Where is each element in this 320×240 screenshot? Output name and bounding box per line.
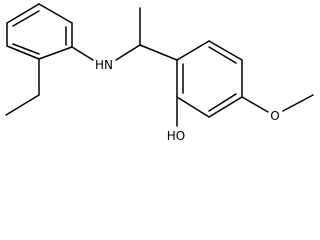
ring-a-bond-6: [6, 3, 40, 24]
ch-aryl-bond: [139, 44, 178, 61]
aryl-n-bond: [71, 46, 94, 61]
ring-b-bond-1: [176, 40, 210, 61]
methoxy-oxygen-label: O: [270, 109, 279, 123]
methine-center: [139, 7, 178, 61]
ring-b-bond-2: [208, 40, 243, 61]
ethylphenyl-ring: [6, 3, 73, 60]
ring-a-double-2: [12, 43, 40, 55]
n-ch-bond: [115, 44, 141, 61]
ring-a-bond-2: [6, 45, 40, 60]
hydroxyl-group: HO: [167, 96, 185, 143]
ring-a-bond-3: [38, 46, 73, 60]
amine-label: HN: [95, 58, 113, 72]
o-ch3-bond: [282, 94, 314, 112]
ring-b-double-2: [208, 46, 237, 64]
ring-a-double-1: [12, 10, 40, 27]
amine-linker: HN: [71, 44, 141, 72]
ring-b-bond-4: [208, 96, 243, 118]
c-o-bond: [241, 96, 269, 113]
hydroxyl-label: HO: [167, 129, 185, 143]
ring-b-double-3: [208, 93, 237, 112]
ring-b-bond-5: [176, 96, 210, 118]
ethyl-group: [5, 58, 40, 116]
methoxy-group: O: [241, 94, 314, 123]
ring-a-bond-5: [38, 3, 73, 24]
ethyl-bond-2: [5, 94, 40, 116]
methoxyphenol-ring: [176, 40, 243, 118]
structure-diagram: HN HO O: [5, 3, 314, 143]
